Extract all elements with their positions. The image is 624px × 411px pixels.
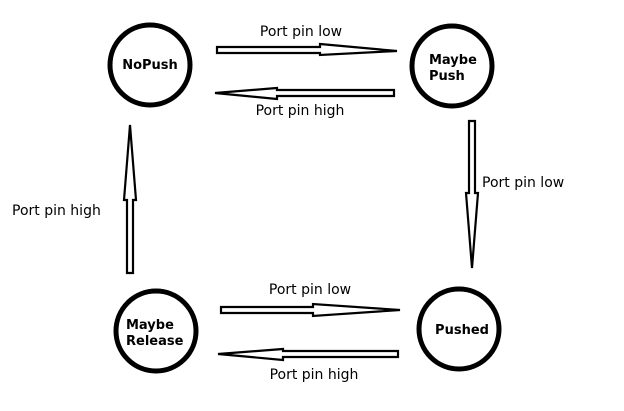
arrow-up-icon (122, 124, 138, 275)
transition-maybe-push-to-nopush-label: Port pin high (256, 103, 345, 119)
transition-maybe-release-to-pushed-label: Port pin low (269, 282, 351, 298)
transition-maybe-push-to-pushed-label: Port pin low (482, 175, 564, 191)
transition-nopush-to-maybe-push: Port pin low (215, 24, 398, 57)
transition-maybe-release-to-nopush: Port pin high (12, 124, 138, 275)
state-pushed-circle (416, 286, 502, 372)
arrow-left-icon (217, 347, 400, 362)
state-nopush: NoPush (107, 22, 193, 108)
state-maybe-push-label-line1: Maybe (429, 53, 477, 68)
transition-pushed-to-maybe-release-label: Port pin high (270, 367, 359, 383)
state-pushed-label: Pushed (435, 323, 489, 338)
state-maybe-release-circle (113, 288, 199, 374)
state-maybe-push: Maybe Push (409, 23, 495, 109)
arrow-down-icon (464, 119, 480, 269)
transition-maybe-release-to-pushed: Port pin low (219, 282, 401, 318)
state-maybe-release: Maybe Release (113, 288, 199, 374)
state-pushed: Pushed (416, 286, 502, 372)
transition-maybe-push-to-pushed: Port pin low (464, 119, 564, 269)
state-maybe-release-label-line2: Release (126, 334, 184, 349)
transition-nopush-to-maybe-push-label: Port pin low (260, 24, 342, 40)
state-nopush-label: NoPush (122, 58, 178, 73)
state-maybe-push-circle (409, 23, 495, 109)
transition-maybe-push-to-nopush: Port pin high (214, 86, 396, 119)
arrow-left-icon (214, 86, 396, 101)
state-maybe-release-label-line1: Maybe (126, 318, 174, 333)
state-maybe-push-label-line2: Push (429, 69, 465, 84)
state-nopush-circle (107, 22, 193, 108)
transition-pushed-to-maybe-release: Port pin high (217, 347, 400, 383)
arrow-right-icon (219, 302, 401, 318)
transition-maybe-release-to-nopush-label: Port pin high (12, 203, 101, 219)
arrow-right-icon (215, 42, 398, 57)
